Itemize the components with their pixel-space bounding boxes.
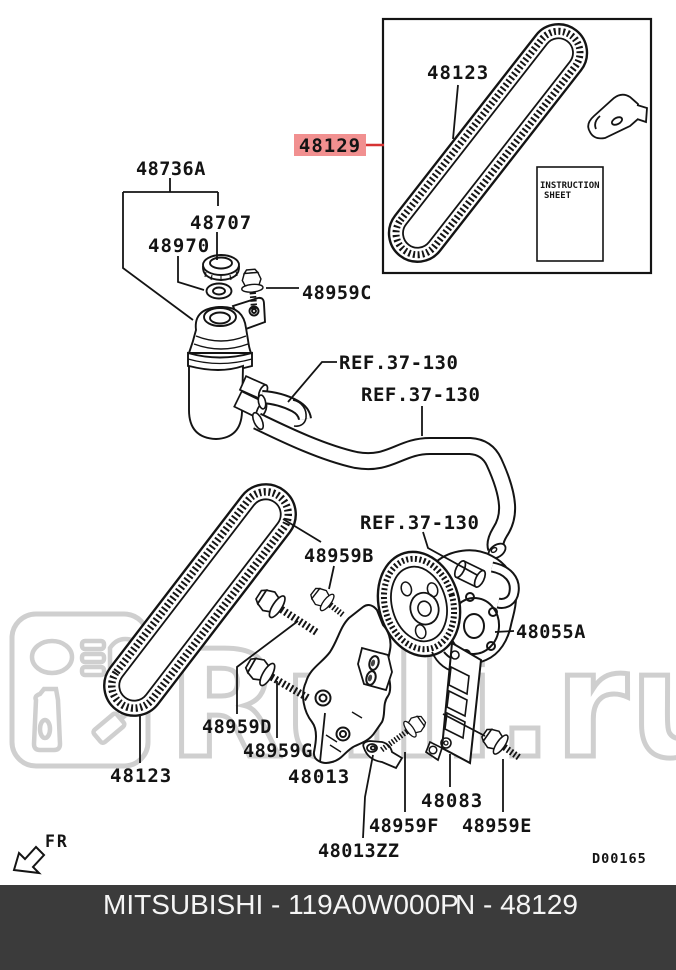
- fr-direction-marker: FR: [12, 832, 69, 875]
- footer-brand-part: MITSUBISHI - 119A0W000P: [103, 889, 459, 920]
- callout-48055A: 48055A: [516, 622, 586, 643]
- fr-arrow-icon: [12, 845, 46, 875]
- callout-48123-main-belt: 48123: [110, 765, 172, 787]
- main-belt-drawing: [103, 483, 297, 717]
- instruction-sheet-line2: SHEET: [544, 191, 572, 201]
- fr-label: FR: [45, 832, 69, 851]
- reservoir-drawing: [187, 254, 269, 440]
- callout-48959C: 48959C: [302, 283, 372, 304]
- footer-background: [0, 885, 676, 970]
- callout-48013: 48013: [288, 766, 350, 788]
- instruction-sheet: INSTRUCTION SHEET: [536, 166, 604, 262]
- leader-lines: [122, 178, 515, 839]
- callout-48736A: 48736A: [136, 159, 206, 180]
- callout-ref37-130-upper: REF.37-130: [339, 352, 458, 374]
- plate-drawing: [424, 641, 483, 765]
- bolt-48959B-drawing: [307, 584, 349, 623]
- footer-number-part: N - 48129: [455, 889, 578, 920]
- callout-48970: 48970: [148, 235, 210, 257]
- callout-ref37-130-mid: REF.37-130: [361, 384, 480, 406]
- kit-box: INSTRUCTION SHEET 48123: [381, 17, 653, 275]
- reservoir-washer-drawing: [205, 282, 233, 300]
- callout-labels: 48736A 48707 48970 48959C REF.37-130 REF…: [110, 159, 647, 867]
- belt-cover-drawing: [587, 93, 648, 140]
- callout-48959D: 48959D: [202, 717, 272, 738]
- hose-drawings: [251, 390, 517, 560]
- highlight-background[interactable]: [294, 134, 366, 156]
- highlighted-part-label[interactable]: 48129: [294, 134, 384, 157]
- drawing-code: D00165: [592, 851, 647, 867]
- reservoir-cap-drawing: [202, 254, 240, 281]
- callout-48707: 48707: [190, 212, 252, 234]
- kit-belt-leader: [452, 84, 459, 140]
- callout-48959G: 48959G: [243, 741, 313, 762]
- callout-48959E: 48959E: [462, 816, 532, 837]
- instruction-sheet-line1: INSTRUCTION: [540, 181, 600, 191]
- pump-pulley-drawing: [376, 550, 462, 658]
- callout-48959F: 48959F: [369, 816, 439, 837]
- footer-bar: MITSUBISHI - 119A0W000P N - 48129: [0, 885, 676, 970]
- highlight-part-number[interactable]: 48129: [299, 135, 361, 157]
- callout-48083: 48083: [421, 790, 483, 812]
- callout-48959B: 48959B: [304, 546, 374, 567]
- kit-belt-label: 48123: [427, 62, 489, 84]
- callout-ref37-130-lower: REF.37-130: [360, 512, 479, 534]
- callout-48013ZZ: 48013ZZ: [318, 841, 399, 862]
- kit-belt-drawing: [387, 23, 589, 263]
- pump-drawing: [376, 549, 520, 674]
